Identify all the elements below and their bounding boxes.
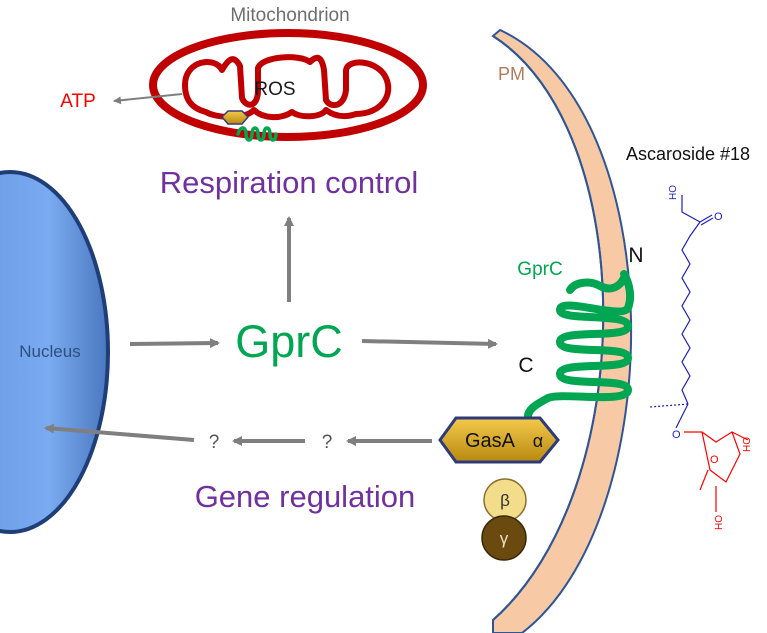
gas-alpha-subunit: [438, 416, 560, 464]
carbonyl-bond-double: [700, 217, 714, 226]
gprc-to-membrane-arrow: [361, 338, 498, 349]
gamma-subunit: [481, 515, 527, 561]
nucleus-to-gprc-arrow: [129, 338, 220, 349]
o-top-label: O: [714, 211, 723, 223]
ho-ring-bottom-label: HO: [714, 515, 725, 530]
atp-arrow: [113, 93, 183, 105]
gprc-center-label: GprC: [235, 316, 343, 367]
sugar-methyl-bond: [699, 469, 709, 491]
mito-gprc-icon: [236, 126, 278, 142]
mitochondrion-label: Mitochondrion: [230, 5, 349, 26]
gprc-receptor-helices: [523, 270, 635, 422]
ho-top-label: HO: [668, 185, 679, 200]
carbonyl-bond: [699, 214, 713, 223]
sugar-ring: [701, 431, 741, 483]
gprc-receptor-loop: [566, 274, 628, 294]
c-terminus-label: C: [518, 354, 533, 377]
ho-ring-right-label: HO: [742, 437, 753, 452]
ros-label: ROS: [254, 79, 295, 100]
ascaroside-label: Ascaroside #18: [626, 144, 750, 164]
hydroxyl-bond-right: [731, 431, 749, 441]
o-glyco-label: O: [672, 429, 681, 441]
gas-alpha-label: GasA: [465, 430, 516, 452]
mitochondrion-cristae: [182, 54, 392, 120]
respiration-control-label: Respiration control: [160, 165, 418, 200]
alpha-symbol: α: [533, 431, 543, 451]
glycosidic-bond: [675, 403, 689, 429]
unknown-step-2: ?: [322, 432, 333, 453]
unknown-to-nucleus-arrow: [44, 423, 195, 442]
gprc-receptor-label: GprC: [517, 259, 562, 280]
n-terminus-label: N: [628, 244, 643, 267]
ascaroside-molecule: HO O O O HO HO: [649, 185, 753, 530]
atp-label: ATP: [60, 91, 96, 112]
carboxyl-bond: [681, 195, 701, 223]
gene-regulation-label: Gene regulation: [195, 479, 416, 514]
alkyl-chain: [681, 221, 701, 405]
mito-gas-alpha-icon: [220, 110, 250, 125]
nucleus: [0, 170, 110, 534]
nucleus-label: Nucleus: [19, 342, 80, 361]
pm-label: PM: [498, 64, 525, 84]
unknown-step-1: ?: [209, 432, 220, 453]
beta-label: β: [500, 491, 510, 510]
gamma-label: γ: [500, 529, 509, 548]
o-ring-label: O: [710, 454, 719, 466]
mitochondrion-outer-membrane: [149, 29, 427, 141]
methyl-stereo-bond: [649, 403, 689, 408]
